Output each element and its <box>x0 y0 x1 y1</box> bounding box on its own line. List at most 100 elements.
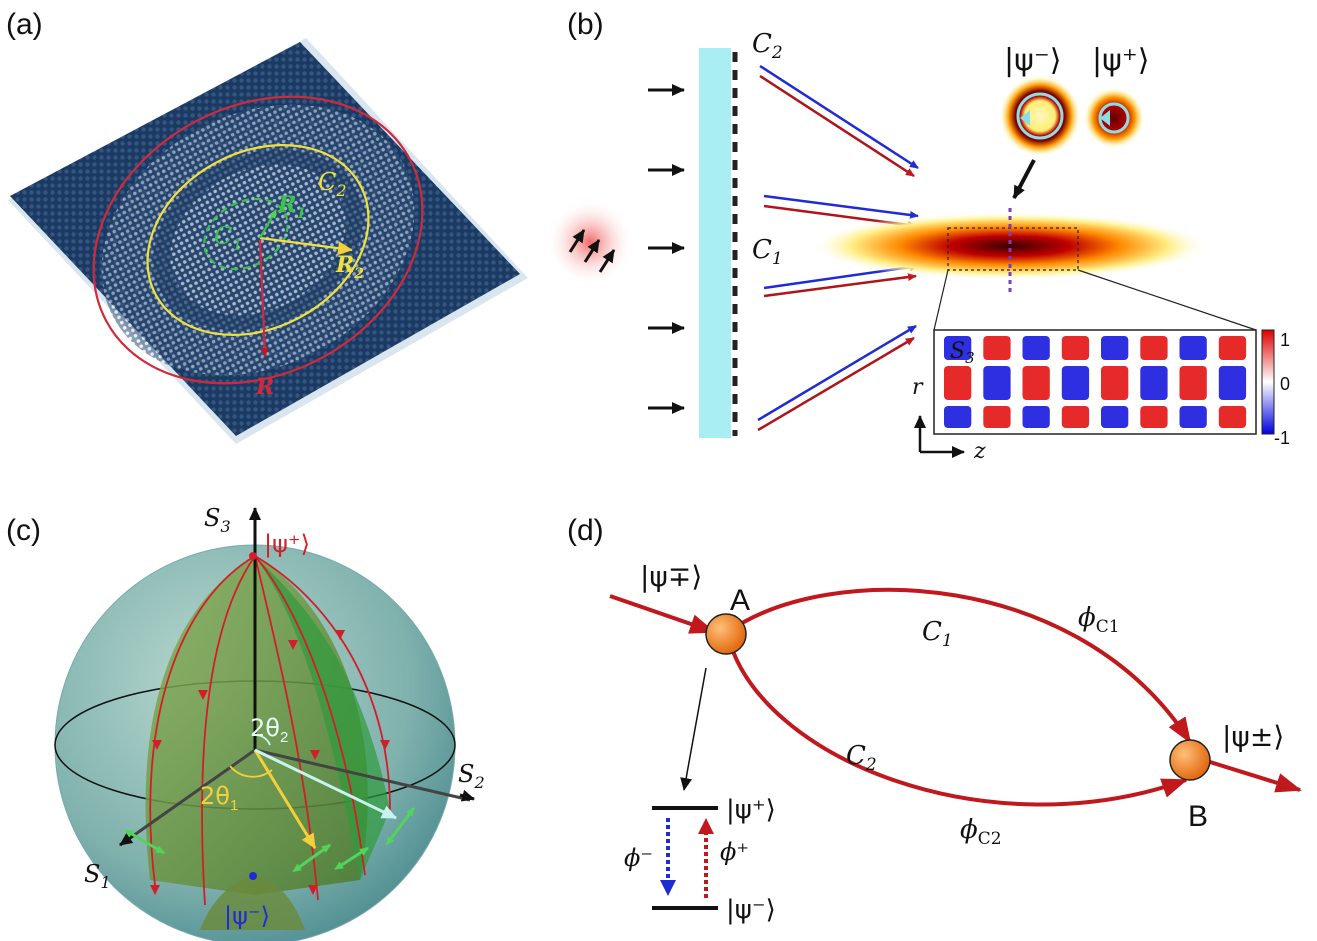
panel-d-label: (d) <box>567 514 604 547</box>
node-b <box>1169 739 1211 781</box>
s3-map <box>933 329 1257 435</box>
svg-text:S3: S3 <box>950 339 975 367</box>
label-theta1: 2θ <box>200 782 230 810</box>
path-c1 <box>726 587 1192 744</box>
svg-text:S3: S3 <box>204 504 231 536</box>
panel-c: (c) <box>6 504 485 941</box>
cbar-mid: 0 <box>1280 374 1290 394</box>
theta1-vector <box>253 749 317 849</box>
svg-text:ϕC2: ϕC2 <box>960 815 1002 849</box>
s3-cell <box>983 406 1011 428</box>
s3-cell <box>1140 366 1168 400</box>
svg-text:ϕC1: ϕC1 <box>1078 603 1120 637</box>
s3-cells <box>944 336 1247 428</box>
s3-cell <box>1061 406 1090 428</box>
s3-cell <box>1218 406 1247 428</box>
s3-cell <box>1022 366 1050 400</box>
circle-c2 <box>146 144 370 336</box>
panel-a-label: (a) <box>6 8 43 41</box>
label-c1-b: C <box>752 235 772 265</box>
label-phi-c2: ϕ <box>960 815 978 845</box>
svg-text:C1: C1 <box>214 222 243 254</box>
south-pole-dot <box>249 872 257 880</box>
label-psi-out: |ψ±⟩ <box>1222 720 1284 753</box>
svg-text:C2: C2 <box>318 168 347 200</box>
polarization-markers <box>123 807 416 873</box>
circle-c1 <box>203 197 289 271</box>
label-psi-in: |ψ∓⟩ <box>640 560 702 593</box>
radius-r1-arrow <box>259 209 277 239</box>
s3-cell <box>1061 336 1090 360</box>
panel-a: (a) C2 C1 R1 R2 R <box>6 8 528 444</box>
cbar-max: 1 <box>1280 330 1290 350</box>
r-axis-label: r <box>912 375 924 400</box>
label-phi-c1: ϕ <box>1078 603 1096 633</box>
radius-r-arrow <box>258 239 269 357</box>
s3-cell <box>1061 366 1090 400</box>
svg-text:S1: S1 <box>84 860 111 892</box>
s3-cell <box>1022 406 1050 428</box>
label-psi-minus-c: |ψ⁻⟩ <box>224 902 270 930</box>
trajectory-arrowheads <box>150 630 390 895</box>
label-s3-c: S <box>204 504 220 532</box>
svg-text:C2: C2 <box>752 29 783 63</box>
svg-text:R2: R2 <box>335 252 364 282</box>
s3-cell <box>1179 406 1207 428</box>
ring-pattern-inner <box>170 164 346 316</box>
label-psi-plus-c: |ψ⁺⟩ <box>264 530 310 558</box>
s3-cell <box>944 336 972 360</box>
metasurface-slab <box>699 48 731 438</box>
s3-cell <box>1101 366 1129 400</box>
s3-cell <box>944 366 972 400</box>
s3-cell <box>983 366 1011 400</box>
label-psi-plus-b: |ψ⁺⟩ <box>1092 43 1149 78</box>
colorbar <box>1261 329 1275 435</box>
s3-cell <box>1218 366 1247 400</box>
s3-cell <box>944 406 972 428</box>
s3-cell <box>983 336 1011 360</box>
cbar-min: -1 <box>1274 428 1290 448</box>
focal-spot <box>810 212 1210 280</box>
panel-b-label: (b) <box>567 8 604 41</box>
s3-cell <box>1179 336 1207 360</box>
label-c1: C <box>214 222 232 250</box>
label-b: B <box>1188 800 1208 833</box>
ring-psi-plus <box>1084 88 1144 148</box>
panel-d: (d) |ψ∓⟩ A B C1 C2 ϕC1 ϕC2 |ψ±⟩ |ψ⁺⟩ |ψ⁻… <box>567 514 1302 925</box>
label-theta2: 2θ <box>250 714 280 742</box>
label-s3-b: S <box>950 339 965 364</box>
node-a <box>705 613 747 655</box>
label-level-plus: |ψ⁺⟩ <box>726 795 776 825</box>
label-r: R <box>255 374 274 400</box>
panel-c-label: (c) <box>6 514 41 547</box>
north-pole-dot <box>249 552 257 560</box>
input-path <box>609 594 716 634</box>
z-axis-label: z <box>973 439 986 464</box>
label-phi-plus: ϕ⁺ <box>720 838 749 866</box>
s2-axis <box>459 789 475 802</box>
circle-r <box>92 95 424 385</box>
s3-cell <box>1218 336 1247 360</box>
label-r2: R <box>335 252 354 278</box>
theta2-vector <box>254 748 397 820</box>
svg-text:C2: C2 <box>846 741 877 775</box>
label-c1-d: C <box>922 617 942 647</box>
s3-cell <box>1140 336 1168 360</box>
svg-text:S2: S2 <box>458 760 485 792</box>
label-s2-c: S <box>458 760 474 788</box>
svg-text:C1: C1 <box>752 235 783 269</box>
svg-text:2θ2: 2θ2 <box>250 714 288 746</box>
polarization-arrows <box>568 229 616 273</box>
label-level-minus: |ψ⁻⟩ <box>726 895 776 925</box>
ring-psi-minus <box>1000 76 1080 156</box>
panel-b: (b) C2 C1 <box>546 8 1290 464</box>
s3-cell <box>1179 366 1207 400</box>
label-psi-minus-b: |ψ⁻⟩ <box>1004 43 1061 78</box>
radius-r2-arrow <box>259 236 353 256</box>
inset-pointer <box>680 667 707 791</box>
svg-text:C1: C1 <box>922 617 953 651</box>
incident-arrows <box>648 84 685 414</box>
output-path <box>1209 760 1302 793</box>
label-a: A <box>730 584 750 617</box>
